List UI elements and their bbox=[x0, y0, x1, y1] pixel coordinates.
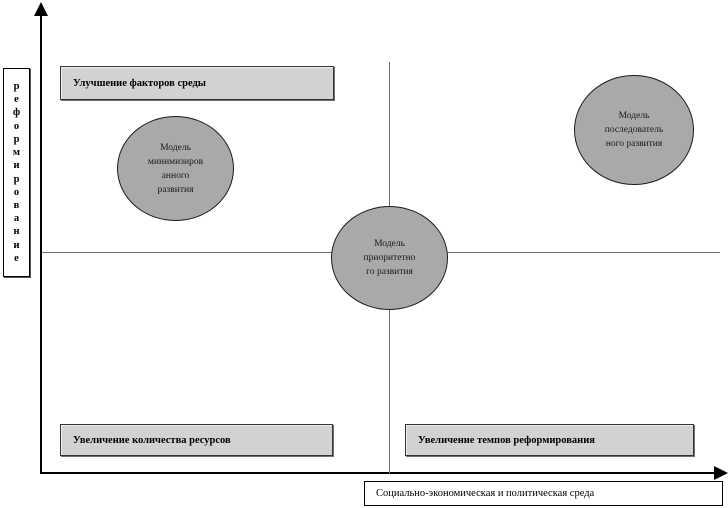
node-sequential-development: Модель последователь ного развития bbox=[574, 75, 694, 185]
vertical-axis-letter: р bbox=[13, 133, 20, 145]
horizontal-axis-line bbox=[40, 472, 718, 474]
vertical-axis-letter: в bbox=[13, 199, 20, 211]
node-label-line: развития bbox=[157, 184, 194, 195]
caption-box-bottom-right: Увеличение темпов реформирования bbox=[405, 424, 694, 456]
node-label-line: ного развития bbox=[605, 139, 663, 149]
vertical-axis-letter: н bbox=[13, 226, 20, 238]
node-label-line: го развития bbox=[366, 267, 413, 277]
vertical-axis-letter: о bbox=[13, 120, 20, 132]
vertical-axis-letter: о bbox=[13, 186, 20, 198]
vertical-axis-line bbox=[40, 14, 42, 474]
node-label-line: Модель bbox=[618, 111, 650, 121]
node-label-line: Модель bbox=[374, 239, 405, 249]
horizontal-axis-label: Социально-экономическая и политическая с… bbox=[376, 488, 595, 499]
node-priority-development: Модель приоритетно го развития bbox=[331, 206, 448, 310]
vertical-axis-letter: р bbox=[13, 173, 20, 185]
node-label-line: приоритетно bbox=[363, 253, 416, 263]
caption-label-bottom-left: Увеличение количества ресурсов bbox=[73, 434, 231, 446]
node-label-line: последователь bbox=[604, 125, 664, 135]
vertical-axis-letter: ф bbox=[12, 107, 21, 119]
caption-box-top-left: Улучшение факторов среды bbox=[60, 66, 334, 100]
vertical-axis-letter: и bbox=[13, 160, 20, 172]
vertical-axis-letter: м bbox=[12, 147, 21, 159]
horizontal-axis-label-box: Социально-экономическая и политическая с… bbox=[364, 481, 723, 506]
node-label-line: минимизиров bbox=[147, 156, 204, 167]
node-label-line: Модель bbox=[160, 142, 191, 153]
vertical-axis-arrow-icon bbox=[34, 2, 48, 16]
node-label-line: анного bbox=[161, 170, 190, 181]
vertical-axis-label-box: р е ф о р м и р о в а н и е bbox=[3, 68, 30, 277]
vertical-axis-letter: р bbox=[13, 81, 20, 93]
vertical-axis-letter: и bbox=[13, 239, 20, 251]
horizontal-axis-arrow-icon bbox=[714, 466, 728, 480]
vertical-axis-letter: а bbox=[13, 213, 20, 225]
caption-label-top-left: Улучшение факторов среды bbox=[73, 77, 206, 89]
caption-box-bottom-left: Увеличение количества ресурсов bbox=[60, 424, 333, 456]
caption-label-bottom-right: Увеличение темпов реформирования bbox=[418, 434, 595, 446]
vertical-axis-letter: е bbox=[14, 252, 19, 264]
node-minimized-development: Модель минимизиров анного развития bbox=[117, 116, 234, 221]
vertical-axis-letter: е bbox=[14, 94, 19, 106]
